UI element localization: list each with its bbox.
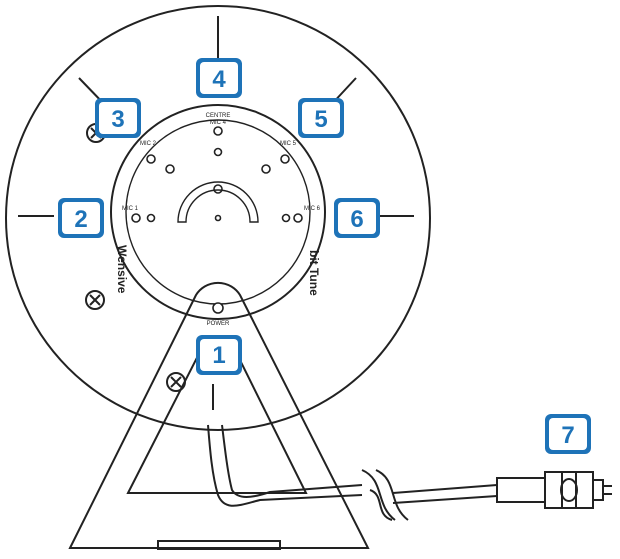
- callout-7: 7: [545, 414, 591, 454]
- mic2-label: MIC 2: [140, 141, 157, 147]
- callout-2: 2: [58, 198, 104, 238]
- callout-1: 1: [196, 335, 242, 375]
- callout-2-label: 2: [74, 206, 87, 233]
- center-arch: [177, 181, 259, 223]
- callout-3: 3: [95, 98, 141, 138]
- centre-label: CENTRE: [206, 113, 231, 119]
- callout-4-label: 4: [212, 66, 226, 93]
- mic6-label: MIC 6: [304, 206, 321, 212]
- power-led: [212, 302, 224, 314]
- callout-4: 4: [196, 58, 242, 98]
- callout-3-label: 3: [111, 106, 124, 133]
- inner-ring: [110, 104, 326, 320]
- screw-icon-2: [85, 290, 105, 310]
- mic5-label: MIC 5: [280, 141, 297, 147]
- callout-5-label: 5: [314, 106, 327, 133]
- brand-right: bit Tune: [307, 250, 321, 296]
- mic4-label: MIC 4: [210, 120, 227, 126]
- callout-5: 5: [298, 98, 344, 138]
- callout-6: 6: [334, 198, 380, 238]
- cable: [207, 424, 498, 521]
- brand-left: Wensive: [115, 245, 129, 294]
- mic1-label: MIC 1: [122, 206, 139, 212]
- mic-holes: [131, 126, 303, 223]
- callout-6-label: 6: [350, 206, 363, 233]
- outer-disc: [5, 5, 431, 431]
- callout-7-label: 7: [561, 422, 574, 449]
- power-label: POWER: [207, 321, 230, 327]
- connector-icon: [496, 471, 612, 509]
- callout-1-label: 1: [212, 342, 225, 369]
- inner-ring-inner: [125, 119, 311, 305]
